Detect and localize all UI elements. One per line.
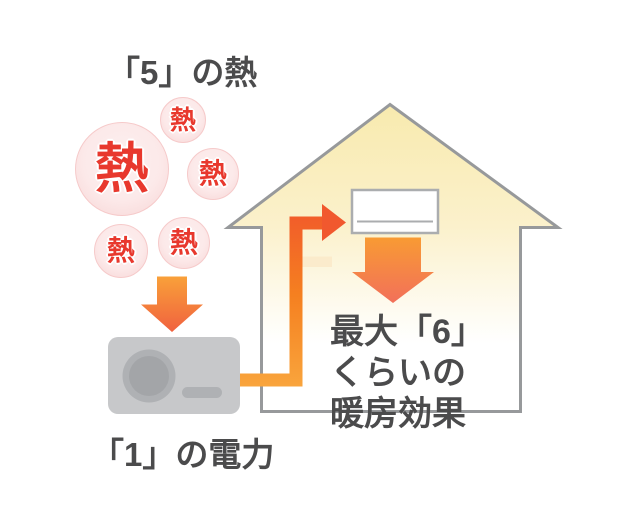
power-amount-label: 「1」の電力 xyxy=(91,436,275,473)
heat-bubble: 熱 xyxy=(94,224,148,278)
heat-char: 熱 xyxy=(169,105,196,135)
heat-char: 熱 xyxy=(106,235,135,266)
outdoor-down-arrow-icon xyxy=(141,276,203,332)
heat-bubble: 熱 xyxy=(75,122,169,216)
heat-bubble: 熱 xyxy=(158,217,210,269)
pipe-highlight xyxy=(297,256,332,267)
heat-char: 熱 xyxy=(198,158,227,189)
heating-effect-line1: 最大「6」 xyxy=(330,313,485,351)
heating-effect-line3: 暖房効果 xyxy=(330,395,466,433)
air-conditioner-icon xyxy=(350,188,440,235)
heating-effect-line2: くらいの xyxy=(330,354,466,392)
heat-amount-title: 「5」の熱 xyxy=(107,54,258,91)
outdoor-unit-icon xyxy=(108,337,240,414)
heating-effect-text: 最大「6」 くらいの 暖房効果 xyxy=(330,312,485,435)
heat-bubble: 熱 xyxy=(160,97,206,143)
heat-bubble: 熱 xyxy=(187,148,239,200)
heat-char: 熱 xyxy=(169,227,198,258)
indoor-down-arrow-icon xyxy=(352,237,434,303)
heat-char: 熱 xyxy=(95,139,149,199)
pipe-arrow-icon xyxy=(237,204,346,387)
